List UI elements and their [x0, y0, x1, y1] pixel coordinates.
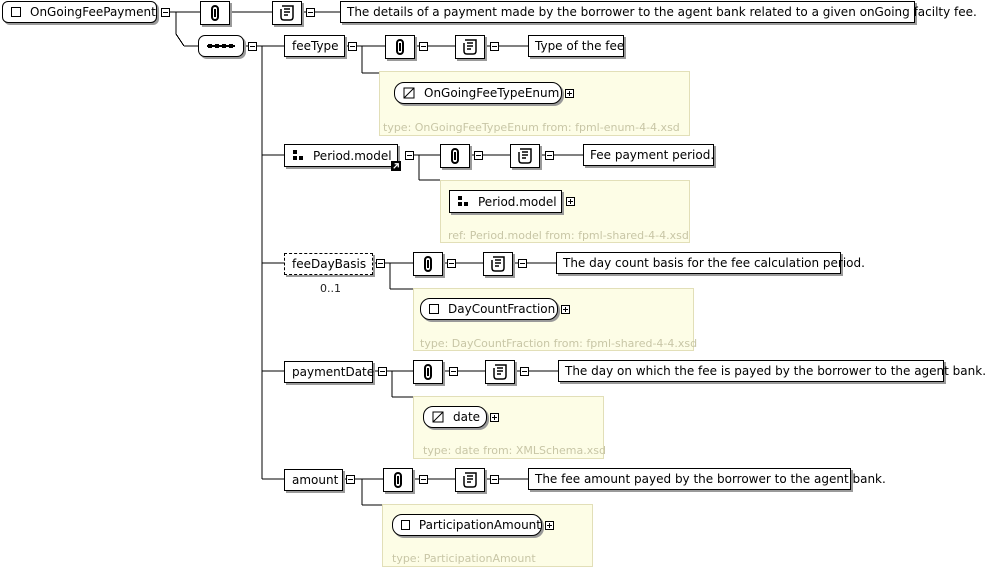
element-feedaybasis[interactable]: feeDayBasis — [284, 253, 373, 275]
collapse-toggle-icon[interactable] — [490, 42, 499, 51]
model-group-icon — [458, 196, 469, 207]
occurrence-icon — [383, 468, 413, 492]
occurrence-icon — [413, 252, 443, 276]
documentation-icon — [483, 252, 513, 276]
sequence-compositor-icon — [198, 35, 244, 57]
element-documentation: The day on which the fee is payed by the… — [558, 360, 986, 382]
complex-type-box[interactable]: DayCountFraction — [420, 298, 558, 320]
collapse-toggle-icon[interactable] — [518, 259, 527, 268]
collapse-toggle-icon[interactable] — [419, 475, 428, 484]
collapse-toggle-icon[interactable] — [447, 259, 456, 268]
reference-arrow-icon — [391, 161, 401, 171]
element-documentation: Type of the fee — [528, 35, 624, 57]
collapse-toggle-icon[interactable] — [348, 42, 357, 51]
expand-toggle-icon[interactable] — [545, 521, 554, 530]
collapse-toggle-icon[interactable] — [520, 367, 529, 376]
collapse-toggle-icon[interactable] — [378, 367, 387, 376]
documentation-icon — [485, 360, 515, 384]
cardinality-label: 0..1 — [320, 282, 341, 295]
documentation-icon — [455, 35, 485, 59]
occurrence-icon — [200, 1, 230, 25]
complex-type-icon — [11, 7, 21, 17]
collapse-toggle-icon[interactable] — [490, 475, 499, 484]
type-info-text: type: DayCountFraction from: fpml-shared… — [420, 337, 698, 350]
expand-toggle-icon[interactable] — [490, 413, 499, 422]
documentation-icon — [455, 468, 485, 492]
occurrence-icon — [413, 360, 443, 384]
collapse-toggle-icon[interactable] — [248, 42, 257, 51]
complex-type-icon — [429, 304, 439, 314]
collapse-toggle-icon[interactable] — [346, 475, 355, 484]
root-documentation: The details of a payment made by the bor… — [340, 1, 977, 23]
collapse-toggle-icon[interactable] — [545, 151, 554, 160]
simple-type-icon — [403, 87, 415, 99]
collapse-toggle-icon[interactable] — [376, 259, 385, 268]
occurrence-icon — [385, 35, 415, 59]
occurrence-icon — [440, 144, 470, 168]
collapse-toggle-icon[interactable] — [161, 8, 170, 17]
collapse-toggle-icon[interactable] — [449, 367, 458, 376]
element-amount[interactable]: amount — [284, 469, 343, 491]
documentation-icon — [510, 144, 540, 168]
group-ref-period-model[interactable]: Period.model — [284, 144, 398, 167]
element-documentation: The fee amount payed by the borrower to … — [528, 468, 886, 490]
type-info-text: type: ParticipationAmount — [392, 552, 536, 565]
type-info-text: type: OnGoingFeeTypeEnum from: fpml-enum… — [383, 121, 680, 134]
root-element-name: OnGoingFeePayment — [30, 5, 156, 19]
expand-toggle-icon[interactable] — [566, 197, 575, 206]
complex-type-icon — [401, 520, 410, 530]
expand-toggle-icon[interactable] — [565, 89, 574, 98]
type-info-text: type: date from: XMLSchema.xsd — [423, 444, 606, 457]
expand-toggle-icon[interactable] — [561, 305, 570, 314]
root-element-box[interactable]: OnGoingFeePayment — [2, 1, 157, 23]
simple-type-box[interactable]: date — [423, 406, 487, 428]
documentation-icon — [272, 1, 302, 25]
collapse-toggle-icon[interactable] — [474, 151, 483, 160]
complex-type-box[interactable]: ParticipationAmount — [392, 514, 542, 536]
collapse-toggle-icon[interactable] — [419, 42, 428, 51]
element-feetype[interactable]: feeType — [284, 35, 345, 57]
model-group-box[interactable]: Period.model — [449, 190, 562, 213]
simple-type-box[interactable]: OnGoingFeeTypeEnum — [394, 82, 562, 104]
element-documentation: The day count basis for the fee calculat… — [556, 252, 865, 274]
collapse-toggle-icon[interactable] — [405, 151, 414, 160]
element-paymentdate[interactable]: paymentDate — [284, 361, 374, 383]
model-group-icon — [293, 150, 304, 161]
collapse-toggle-icon[interactable] — [306, 8, 315, 17]
element-documentation: Fee payment period. — [583, 144, 714, 166]
type-info-text: ref: Period.model from: fpml-shared-4-4.… — [448, 229, 689, 242]
simple-type-icon — [432, 411, 444, 423]
